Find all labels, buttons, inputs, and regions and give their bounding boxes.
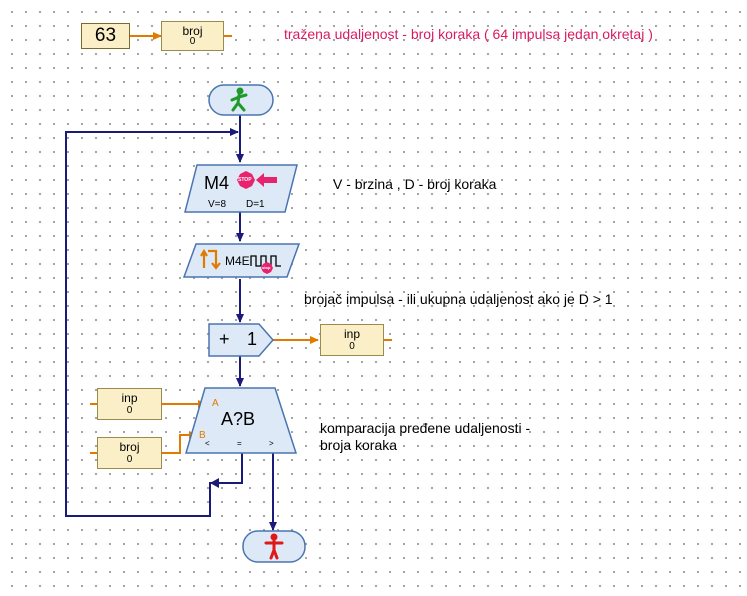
left-arrow-icon [256, 173, 277, 187]
variable-name: inp [121, 391, 138, 405]
pulse-wave-icon [250, 255, 281, 267]
variable-inp-input[interactable]: inp 0 [97, 388, 162, 420]
motor-distance: D=1 [246, 199, 265, 210]
compare-comment-line1: komparacija pređene udaljenosti - [320, 420, 531, 436]
variable-value: 0 [126, 405, 133, 416]
compare-block[interactable] [184, 387, 298, 454]
motor-label: M4 [204, 173, 230, 193]
compare-label: A?B [221, 409, 256, 429]
data-line-broj-to-compare-b [162, 431, 198, 454]
variable-value: 0 [349, 341, 355, 352]
counter-comment: brojač impulsa - ili ukupna udaljenost a… [304, 291, 613, 307]
counter-input-block[interactable] [182, 243, 301, 278]
variable-value: 0 [189, 36, 196, 47]
variable-broj-top[interactable]: broj 0 [161, 21, 224, 51]
variable-name: broj [182, 24, 203, 38]
compare-out-eq: = [237, 439, 242, 448]
title-comment: tražena udaljenost - broj koraka ( 64 im… [284, 26, 653, 42]
variable-broj-input[interactable]: broj 0 [97, 437, 162, 469]
constant-value: 63 [94, 25, 117, 46]
add-block[interactable] [208, 323, 274, 357]
variable-name: broj [119, 440, 140, 454]
flow-connections [65, 115, 277, 531]
walking-figure-icon [230, 87, 248, 112]
stop-badge-text: STOP [238, 177, 252, 183]
motor-block[interactable] [184, 164, 298, 213]
stop-sign-small-icon [261, 262, 273, 274]
start-block[interactable] [208, 84, 274, 116]
switch-input-icon [200, 248, 221, 270]
compare-port-a: A [212, 398, 219, 409]
compare-out-lt: < [205, 439, 210, 448]
compare-out-gt: > [269, 439, 274, 448]
compare-comment-line2: broja koraka [320, 437, 398, 453]
compare-port-b: B [199, 430, 206, 441]
add-operator: + [219, 329, 230, 349]
counter-input-label: M4E [225, 254, 250, 268]
variable-inp-output[interactable]: inp 0 [320, 324, 384, 356]
variable-name: inp [343, 327, 360, 341]
motor-speed: V=8 [208, 199, 227, 210]
flow-line-loop-back [65, 128, 243, 517]
flow-junction-arrow [210, 478, 219, 488]
data-connections [90, 32, 392, 454]
stop-sign-icon [237, 171, 255, 189]
variable-value: 0 [126, 454, 133, 465]
standing-figure-icon [264, 533, 284, 560]
constant-value-box[interactable]: 63 [81, 23, 130, 49]
motor-comment: V - brzina , D - broj koraka [333, 176, 497, 192]
end-block[interactable] [242, 530, 306, 563]
add-amount: 1 [247, 329, 258, 349]
stop-badge-small-text: stop [262, 265, 271, 270]
